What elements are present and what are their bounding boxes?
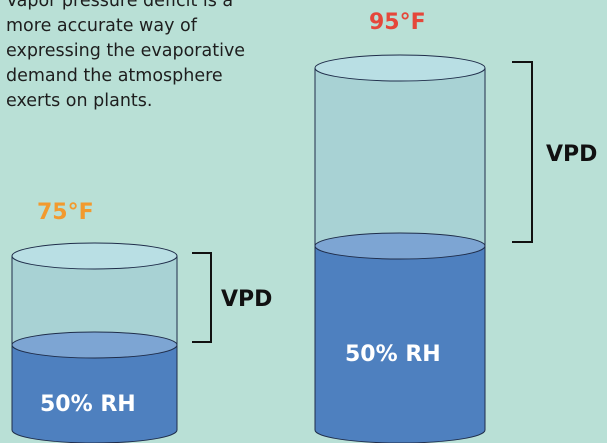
description-text: Vapor pressure deficit is a more accurat… [6, 0, 306, 114]
description-line: more accurate way of [6, 16, 197, 36]
relative-humidity-label-small: 50% RH [40, 392, 136, 417]
cylinder-small [11, 242, 178, 443]
vpd-bracket-small [192, 252, 212, 343]
relative-humidity-label-big: 50% RH [345, 342, 441, 367]
vpd-bracket-big [512, 61, 533, 243]
cylinder-small-top [11, 242, 178, 270]
cylinder-big [314, 54, 486, 443]
description-line: exerts on plants. [6, 91, 153, 111]
description-line: expressing the evaporative [6, 41, 246, 61]
temperature-label-big: 95°F [369, 10, 426, 35]
cylinder-big-water-surface [314, 232, 486, 260]
vpd-label-small: VPD [221, 287, 273, 312]
vpd-label-big: VPD [546, 142, 598, 167]
temperature-label-small: 75°F [37, 200, 94, 225]
description-line: demand the atmosphere [6, 66, 223, 86]
cylinder-big-top [314, 54, 486, 82]
cylinder-big-water [315, 246, 485, 443]
cylinder-small-water-surface [11, 331, 178, 359]
cylinder-big-air [315, 68, 485, 246]
cylinder-small-water [12, 345, 177, 443]
cylinder-small-air [12, 256, 177, 345]
description-line: Vapor pressure deficit is a [6, 0, 234, 11]
